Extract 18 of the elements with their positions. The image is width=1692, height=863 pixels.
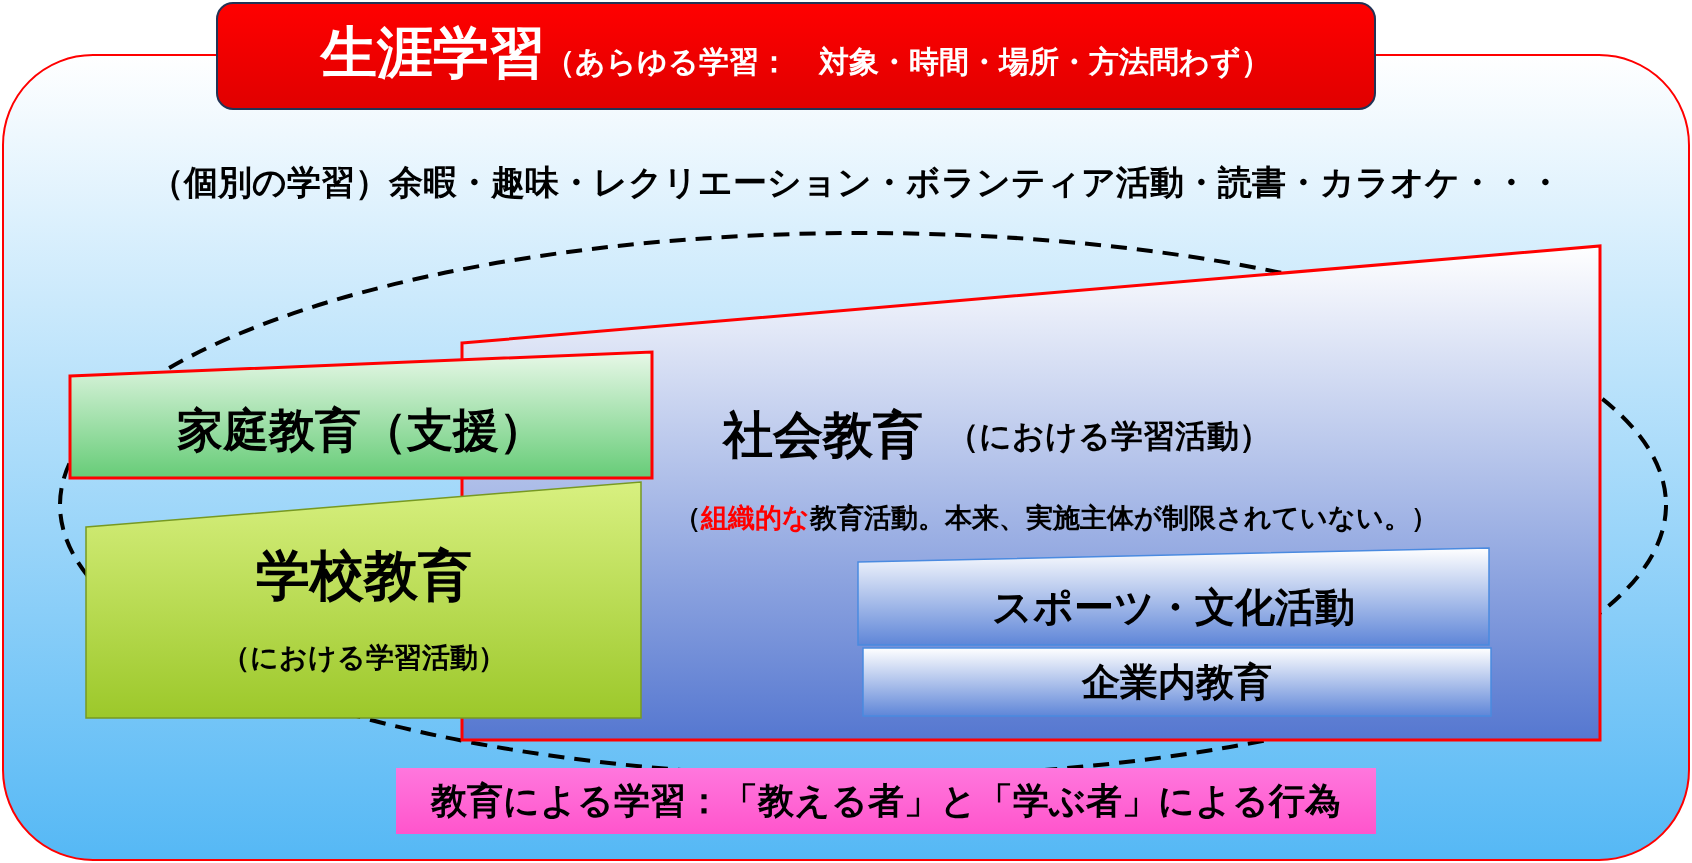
subtitle-text: （における学習活動） [947, 418, 1271, 455]
family-education-box [70, 352, 652, 478]
label-text: （個別の学習）余暇・趣味・レクリエーション・ボランティア活動・読書・カラオケ・・・ [150, 163, 1562, 203]
school-education-box [86, 482, 641, 718]
note-band [396, 768, 1376, 834]
heading-text: 家庭教育（支援） [176, 404, 546, 457]
subtitle-text: （あらゆる学習： 対象・時間・場所・方法問わず） [545, 43, 1271, 81]
activity-text: 企業内教育 [1081, 660, 1273, 704]
activity-box [863, 648, 1491, 716]
activity-box [858, 548, 1489, 645]
description-text: （組織的な教育活動。本来、実施主体が制限されていない。） [674, 502, 1438, 534]
note-text: 教育による学習：「教える者」と「学ぶ者」による行為 [429, 780, 1342, 822]
activity-text: スポーツ・文化活動 [991, 584, 1356, 630]
title-banner [216, 2, 1376, 110]
subtitle-text: （における学習活動） [220, 642, 507, 675]
heading-text: 学校教育 [254, 544, 473, 607]
heading-text: 社会教育 [723, 406, 923, 464]
title-text: 生涯学習 [321, 18, 545, 87]
